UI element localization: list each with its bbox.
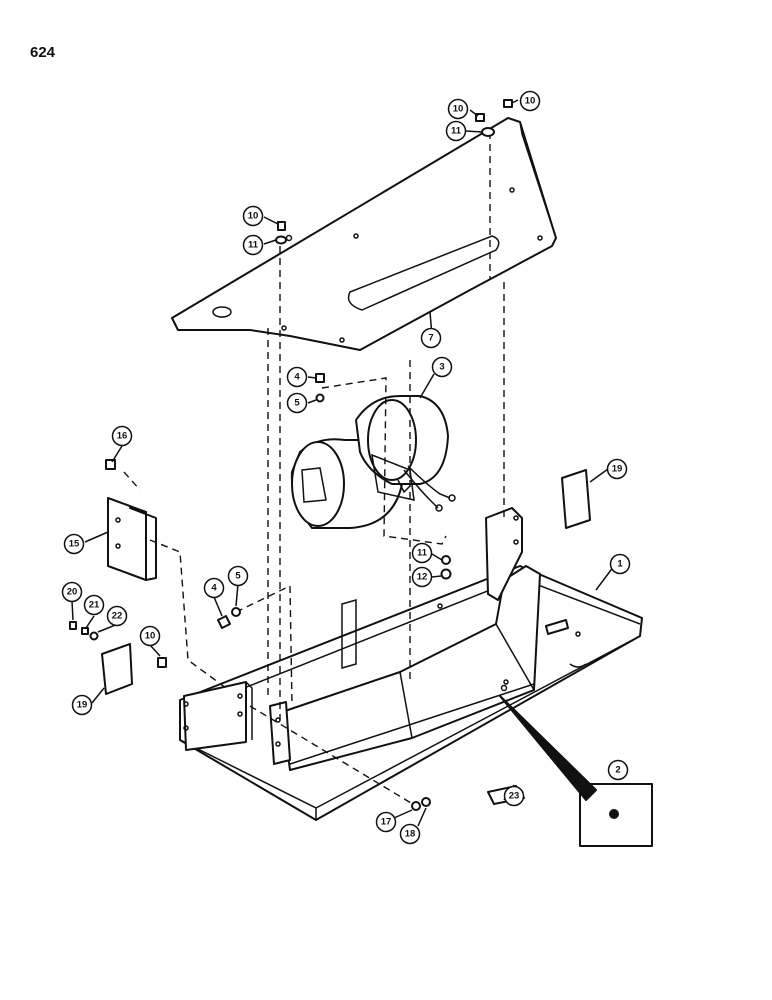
svg-text:10: 10	[453, 104, 464, 115]
svg-text:17: 17	[381, 817, 392, 828]
svg-text:5: 5	[294, 398, 300, 409]
top-cover-plate	[171, 117, 557, 351]
svg-text:22: 22	[112, 611, 123, 622]
svg-text:1: 1	[617, 559, 623, 570]
leader-lines	[71, 99, 615, 827]
callout-2: 2	[607, 759, 629, 781]
svg-text:18: 18	[405, 829, 416, 840]
callout-5: 5	[286, 392, 308, 414]
svg-text:11: 11	[248, 240, 259, 251]
detail-inset-box	[499, 684, 653, 847]
callout-23: 23	[503, 785, 525, 807]
svg-text:10: 10	[145, 631, 156, 642]
side-bracket	[107, 497, 157, 581]
callout-11: 11	[242, 234, 264, 256]
svg-text:5: 5	[235, 571, 241, 582]
callout-18: 18	[399, 823, 421, 845]
svg-text:4: 4	[211, 583, 217, 594]
svg-text:23: 23	[509, 791, 520, 802]
callout-1: 1	[609, 553, 631, 575]
callout-22: 22	[106, 605, 128, 627]
callout-10: 10	[519, 90, 541, 112]
svg-text:10: 10	[248, 211, 259, 222]
svg-text:15: 15	[69, 539, 80, 550]
callout-3: 3	[431, 356, 453, 378]
svg-text:10: 10	[525, 96, 536, 107]
cover-plate-upper	[561, 469, 591, 529]
blower-assembly	[290, 395, 456, 529]
callout-12: 12	[411, 566, 433, 588]
svg-text:3: 3	[439, 362, 444, 373]
callout-20: 20	[61, 581, 83, 603]
callout-10: 10	[139, 625, 161, 647]
svg-text:19: 19	[612, 464, 623, 475]
callout-4: 4	[286, 366, 308, 388]
callout-11: 11	[411, 542, 433, 564]
callout-4: 4	[203, 577, 225, 599]
svg-text:11: 11	[451, 126, 462, 137]
callout-19: 19	[606, 458, 628, 480]
callout-10: 10	[242, 205, 264, 227]
svg-text:7: 7	[428, 333, 433, 344]
callout-11: 11	[445, 120, 467, 142]
svg-text:2: 2	[615, 765, 620, 776]
callout-7: 7	[420, 327, 442, 349]
callout-5: 5	[227, 565, 249, 587]
callout-16: 16	[111, 425, 133, 447]
callout-21: 21	[83, 594, 105, 616]
page-number: 624	[30, 44, 56, 61]
callout-15: 15	[63, 533, 85, 555]
alignment-lines	[123, 132, 505, 807]
svg-text:12: 12	[417, 572, 428, 583]
svg-text:20: 20	[67, 587, 78, 598]
svg-text:21: 21	[89, 600, 100, 611]
svg-text:19: 19	[77, 700, 88, 711]
callout-17: 17	[375, 811, 397, 833]
svg-text:4: 4	[294, 372, 300, 383]
callout-19: 19	[71, 694, 93, 716]
callout-10: 10	[447, 98, 469, 120]
svg-text:16: 16	[117, 431, 128, 442]
svg-text:11: 11	[417, 548, 428, 559]
cover-plate-lower	[101, 643, 133, 695]
